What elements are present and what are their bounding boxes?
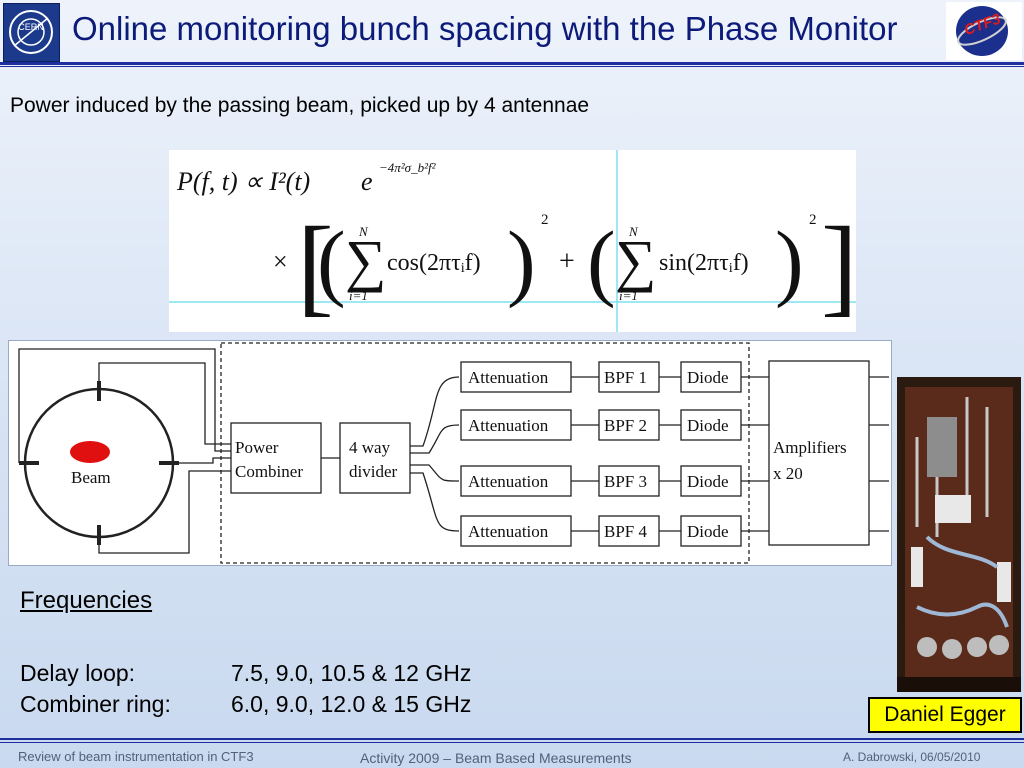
beam-spot bbox=[70, 441, 110, 463]
formula-cos-term: cos(2πτᵢf) bbox=[387, 250, 481, 276]
combiner-label-1: Power bbox=[235, 438, 279, 457]
formula-times: × bbox=[273, 247, 288, 276]
footer-right: A. Dabrowski, 06/05/2010 bbox=[843, 750, 981, 764]
divider-label-2: divider bbox=[349, 462, 397, 481]
formula-exponent: −4π²σ_b²f² bbox=[379, 160, 437, 175]
formula-paren-left-1: ( bbox=[317, 213, 346, 309]
diode-4: Diode bbox=[687, 522, 729, 541]
header-rule bbox=[0, 62, 1024, 65]
footer-center: Activity 2009 – Beam Based Measurements bbox=[360, 750, 632, 766]
cern-logo-text: CERN bbox=[18, 22, 44, 32]
diode-3: Diode bbox=[687, 472, 729, 491]
formula-exp-base: e bbox=[361, 167, 373, 196]
attenuation-1: Attenuation bbox=[468, 368, 549, 387]
header-rule-thin bbox=[0, 66, 1024, 67]
photo-credit: Daniel Egger bbox=[868, 697, 1022, 733]
divider-label-1: 4 way bbox=[349, 438, 391, 457]
bpf-1: BPF 1 bbox=[604, 368, 647, 387]
formula-paren-right-2: ) bbox=[775, 213, 804, 309]
hardware-photo bbox=[897, 377, 1021, 692]
frequency-row-label: Delay loop: bbox=[20, 660, 136, 686]
footer-left: Review of beam instrumentation in CTF3 bbox=[18, 749, 254, 764]
formula-sum-1-top: N bbox=[358, 224, 369, 239]
attenuation-2: Attenuation bbox=[468, 416, 549, 435]
attenuation-3: Attenuation bbox=[468, 472, 549, 491]
subtitle: Power induced by the passing beam, picke… bbox=[10, 94, 590, 117]
formula-bracket-right: ] bbox=[821, 204, 856, 326]
diode-1: Diode bbox=[687, 368, 729, 387]
formula-lhs: P(f, t) ∝ I²(t) bbox=[176, 167, 310, 196]
formula-sum-2: ∑ bbox=[615, 228, 656, 293]
bpf-2: BPF 2 bbox=[604, 416, 647, 435]
formula-power-2: 2 bbox=[809, 212, 817, 228]
formula-sin-term: sin(2πτᵢf) bbox=[659, 250, 749, 276]
formula-bracket-left: [ bbox=[297, 204, 334, 326]
ctf3-logo: CTF3 bbox=[946, 2, 1022, 60]
formula-sum-1-bottom: i=1 bbox=[349, 288, 368, 303]
block-diagram: Beam Power Combiner 4 way divider Attenu… bbox=[8, 340, 892, 566]
formula-image: P(f, t) ∝ I²(t) e −4π²σ_b²f² × [ ( ∑ N i… bbox=[169, 150, 858, 332]
formula-power-1: 2 bbox=[541, 212, 549, 228]
frequency-row-label: Combiner ring: bbox=[20, 691, 171, 717]
page-title: Online monitoring bunch spacing with the… bbox=[72, 10, 898, 47]
amplifiers-label-2: x 20 bbox=[773, 464, 803, 483]
formula-plus: + bbox=[559, 246, 575, 277]
bpf-4: BPF 4 bbox=[604, 522, 647, 541]
diode-2: Diode bbox=[687, 416, 729, 435]
frequency-row-value: 7.5, 9.0, 10.5 & 12 GHz bbox=[231, 660, 472, 686]
formula-sum-1: ∑ bbox=[345, 228, 386, 293]
attenuation-4: Attenuation bbox=[468, 522, 549, 541]
footer-rule-thin bbox=[0, 742, 1024, 743]
combiner-label-2: Combiner bbox=[235, 462, 303, 481]
formula-paren-left-2: ( bbox=[587, 213, 616, 309]
amplifiers-label-1: Amplifiers bbox=[773, 438, 847, 457]
frequencies-title: Frequencies bbox=[20, 587, 153, 614]
frequency-row-value: 6.0, 9.0, 12.0 & 15 GHz bbox=[231, 691, 472, 717]
footer-rule bbox=[0, 738, 1024, 740]
formula-paren-right-1: ) bbox=[507, 213, 536, 309]
cern-logo: CERN bbox=[3, 3, 60, 62]
beam-label: Beam bbox=[71, 468, 111, 487]
bpf-3: BPF 3 bbox=[604, 472, 647, 491]
formula-sum-2-top: N bbox=[628, 224, 639, 239]
formula-sum-2-bottom: i=1 bbox=[619, 288, 638, 303]
